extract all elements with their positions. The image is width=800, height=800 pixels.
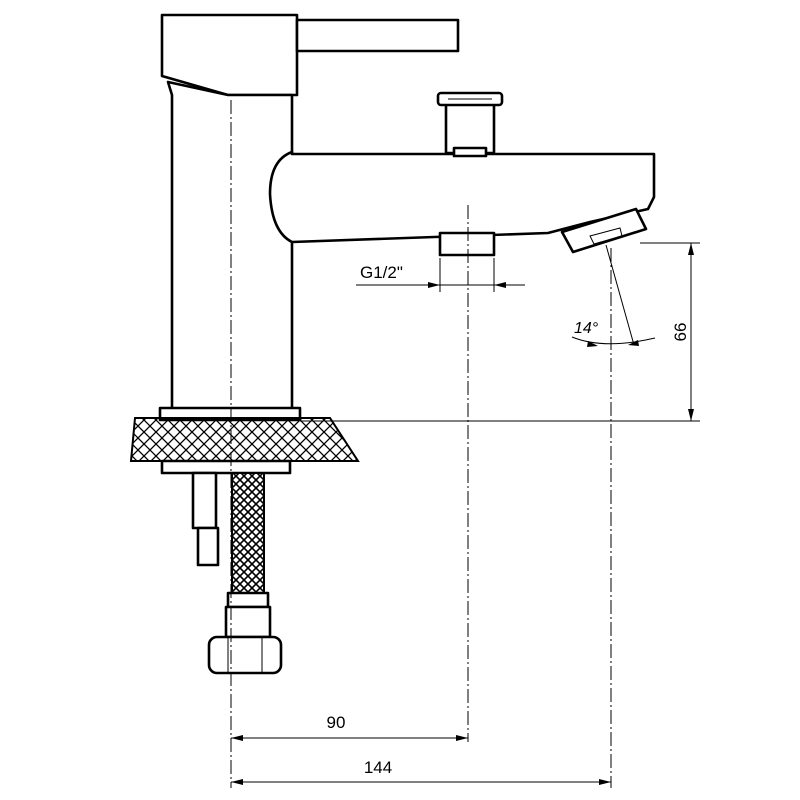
thread-outlet (438, 231, 496, 257)
height-label: 66 (671, 323, 690, 342)
angle-label: 14° (574, 320, 599, 337)
spout-center-label: 90 (327, 713, 346, 732)
height-dimension (300, 242, 700, 422)
lever-handle (160, 13, 460, 97)
spout (268, 150, 656, 254)
hose-nut (207, 635, 283, 675)
thread-dimension (356, 258, 525, 292)
diverter-knob (436, 91, 504, 158)
deck-section (129, 417, 360, 462)
thread-label: G1/2" (360, 263, 403, 282)
angle-dimension (571, 244, 656, 347)
under-deck-fittings (160, 459, 292, 675)
spout-outlet-label: 144 (364, 758, 392, 777)
spout-center-dimension (231, 735, 468, 741)
spout-outlet-dimension (231, 779, 611, 785)
flexible-hose (231, 472, 265, 594)
faucet-body (158, 80, 302, 422)
